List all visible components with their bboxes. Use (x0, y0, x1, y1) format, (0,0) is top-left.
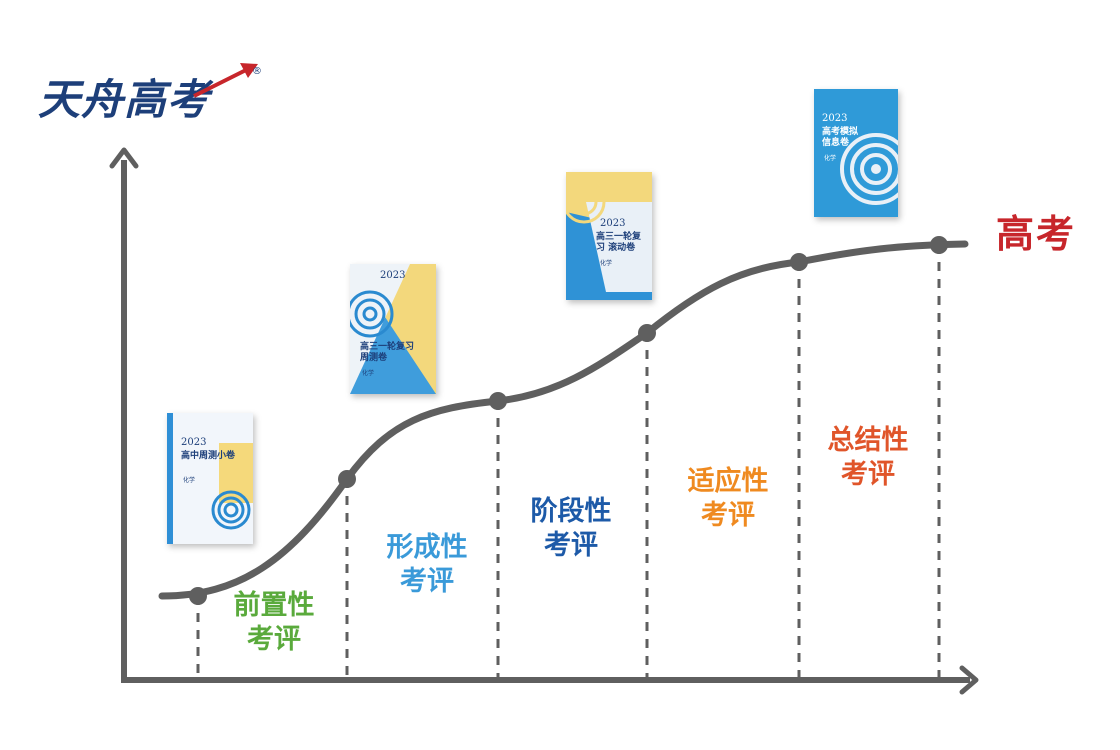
stage-label-line2: 考评 (400, 566, 454, 597)
target-rings-icon (840, 133, 898, 205)
target-rings-icon (211, 490, 251, 530)
curve-points (189, 236, 948, 605)
book-title: 高中周测小卷 (181, 451, 236, 461)
book-cover-art (350, 264, 436, 394)
point-6 (930, 236, 948, 254)
book-cover-rolling: 2023 高三一轮复习 滚动卷 化学 (566, 172, 652, 300)
book-subject: 化学 (824, 155, 837, 162)
y-axis-arrow (109, 147, 139, 169)
book-title: 高考模拟 信息卷 (822, 127, 859, 148)
stage-label-formative: 形成性 考评 (365, 531, 489, 599)
stage-label-line1: 适应性 (687, 466, 769, 497)
book-subject: 化学 (362, 370, 375, 377)
stage-label-phase: 阶段性 考评 (509, 495, 633, 563)
book-cover-weekly-small: 2023 高中周测小卷 化学 (167, 413, 253, 544)
book-year: 2023 (380, 270, 406, 281)
logo-text: 天舟高考 (38, 75, 211, 124)
stage-label-pre: 前置性 考评 (212, 589, 336, 657)
goal-label: 高考 (996, 212, 1077, 256)
stage-label-line2: 考评 (701, 500, 755, 531)
stage-label-line1: 形成性 (386, 532, 468, 563)
point-5 (790, 253, 808, 271)
point-2 (338, 470, 356, 488)
book-title: 高三一轮复习 周测卷 (360, 342, 415, 363)
stage-label-line1: 总结性 (827, 425, 909, 456)
stage-label-summative: 总结性 考评 (806, 424, 930, 492)
stage-label-line2: 考评 (544, 530, 598, 561)
book-year: 2023 (822, 113, 848, 124)
book-title: 高三一轮复习 滚动卷 (596, 232, 642, 253)
stage-label-line1: 阶段性 (530, 496, 612, 527)
point-4 (638, 324, 656, 342)
book-year: 2023 (181, 437, 207, 448)
logo-arrow-icon (193, 63, 258, 98)
book-cover-weekly-test: 2023 高三一轮复习 周测卷 化学 (350, 264, 436, 394)
stage-label-adaptive: 适应性 考评 (666, 465, 790, 533)
book-cover-mock: 2023 高考模拟 信息卷 化学 (814, 89, 898, 217)
book-subject: 化学 (183, 477, 196, 484)
growth-curve (158, 240, 969, 600)
point-1 (189, 587, 207, 605)
stage-label-line2: 考评 (247, 624, 301, 655)
book-year: 2023 (600, 218, 626, 229)
book-cover-art (566, 172, 652, 292)
x-axis-arrow (959, 665, 979, 695)
dashed-guides (196, 245, 941, 680)
stage-label-line1: 前置性 (233, 590, 315, 621)
point-3 (489, 392, 507, 410)
logo-registered-mark: ® (252, 66, 262, 77)
stage-label-line2: 考评 (841, 459, 895, 490)
book-subject: 化学 (600, 260, 613, 267)
